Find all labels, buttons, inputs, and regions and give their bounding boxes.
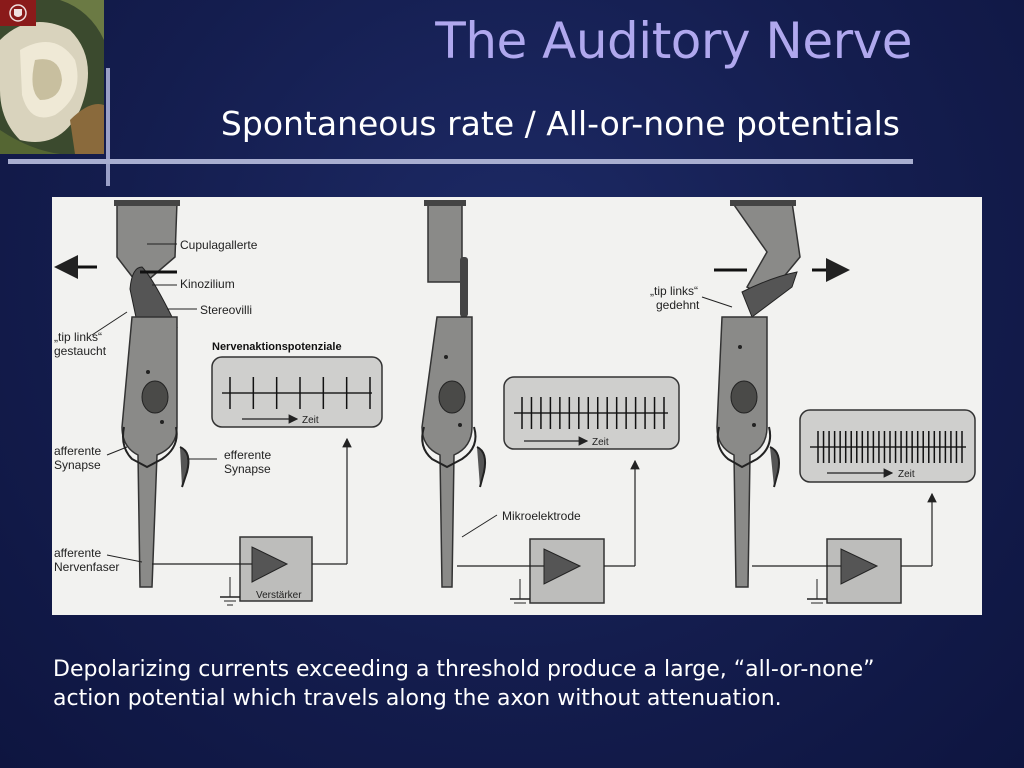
title-vertical-rule — [106, 68, 110, 186]
label-time-1: Zeit — [302, 415, 319, 426]
label-afferent-fiber-2: Nervenfaser — [54, 560, 119, 574]
amplifier-1 — [152, 437, 352, 606]
spike-train-1 — [229, 377, 371, 409]
slide-title: The Auditory Nerve — [435, 12, 912, 70]
label-efferent-synapse-2: Synapse — [224, 462, 271, 476]
hair-cell-panel-2 — [421, 200, 487, 588]
label-afferent-fiber-1: afferente — [54, 546, 101, 560]
label-nerve-action-potentials: Nervenaktionspotenziale — [212, 341, 342, 353]
hair-cell-figure: Cupulagallerte Kinozilium Stereovilli „t… — [52, 197, 982, 615]
label-microelectrode: Mikroelektrode — [502, 509, 581, 523]
label-cupula: Cupulagallerte — [180, 238, 258, 252]
label-time-3: Zeit — [898, 469, 915, 480]
label-stereocilia: Stereovilli — [200, 303, 252, 317]
efferent-synapse-1 — [179, 446, 190, 488]
hair-cell-panel-1 — [54, 200, 190, 588]
spike-train-2 — [521, 397, 665, 429]
slide-caption: Depolarizing currents exceeding a thresh… — [53, 655, 993, 713]
leader-lines — [91, 243, 733, 563]
slide-subtitle: Spontaneous rate / All-or-none potential… — [220, 104, 900, 143]
amplifier-3 — [752, 492, 937, 604]
label-efferent-synapse-1: efferente — [224, 448, 271, 462]
seal-badge — [0, 0, 36, 26]
label-afferent-synapse-2: Synapse — [54, 458, 101, 472]
label-amplifier: Verstärker — [256, 590, 302, 601]
amplifier-2 — [457, 459, 640, 604]
hair-cell-panel-3 — [714, 200, 850, 588]
spike-box-1 — [211, 356, 383, 428]
label-tip-links-2b: gedehnt — [656, 298, 700, 312]
label-tip-links-1b: gestaucht — [54, 344, 107, 358]
label-kinocilium: Kinozilium — [180, 277, 235, 291]
label-time-2: Zeit — [592, 437, 609, 448]
caption-line-1: Depolarizing currents exceeding a thresh… — [53, 657, 875, 682]
spike-train-3 — [817, 431, 963, 463]
spike-box-3 — [799, 409, 976, 483]
label-afferent-synapse-1: afferente — [54, 444, 101, 458]
label-tip-links-1a: „tip links“ — [54, 330, 102, 344]
shell-logo-image — [0, 0, 104, 154]
caption-line-2: action potential which travels along the… — [53, 686, 782, 711]
title-horizontal-rule — [8, 159, 913, 164]
label-tip-links-2a: „tip links“ — [650, 284, 698, 298]
